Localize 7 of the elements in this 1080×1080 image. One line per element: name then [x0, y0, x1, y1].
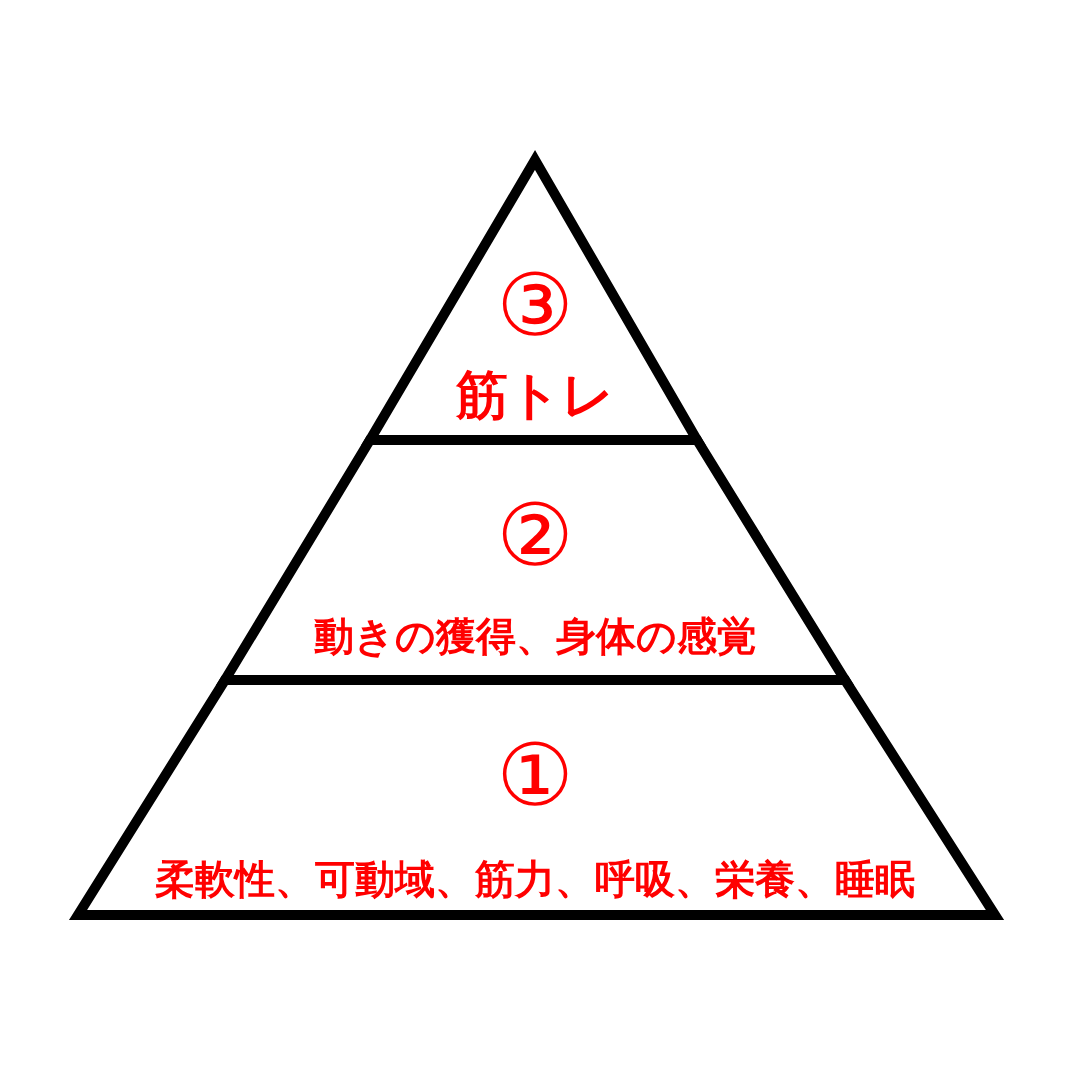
level-number: ③ [496, 262, 574, 348]
level-number: ② [496, 492, 574, 578]
level-label: 動きの獲得、身体の感覚 [313, 616, 757, 656]
level-number: ① [496, 732, 574, 818]
level-label: 筋トレ [456, 369, 614, 421]
pyramid-tier [70, 675, 1002, 923]
level-label: 柔軟性、可動域、筋力、呼吸、栄養、睡眠 [155, 859, 915, 899]
